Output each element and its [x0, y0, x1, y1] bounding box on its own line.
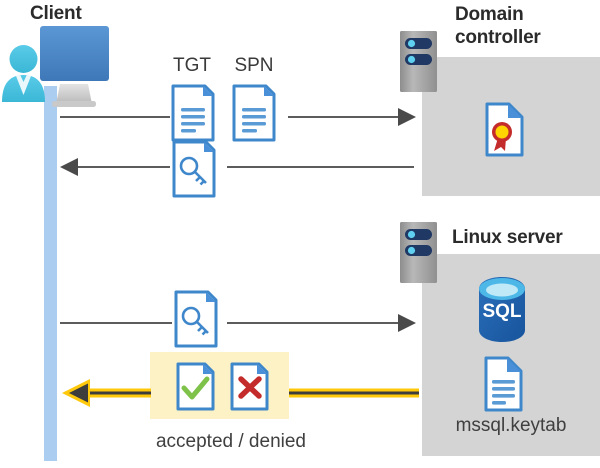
domain-controller-panel	[422, 57, 600, 196]
linux-server-title: Linux server	[452, 227, 563, 248]
spn-document-icon	[232, 84, 276, 142]
auth-result-caption: accepted / denied	[155, 431, 306, 452]
presented-ticket-key-document-icon	[174, 290, 218, 348]
domain-controller-title: Domain controller	[455, 4, 541, 48]
service-ticket-key-document-icon	[172, 140, 216, 198]
tgt-document-icon	[171, 84, 215, 142]
auth-result-highlight	[150, 352, 289, 419]
spn-label: SPN	[234, 55, 274, 76]
keytab-filename-label: mssql.keytab	[455, 415, 567, 436]
client-lifeline	[44, 86, 57, 461]
client-title: Client	[30, 3, 82, 24]
tgt-label: TGT	[173, 55, 211, 76]
